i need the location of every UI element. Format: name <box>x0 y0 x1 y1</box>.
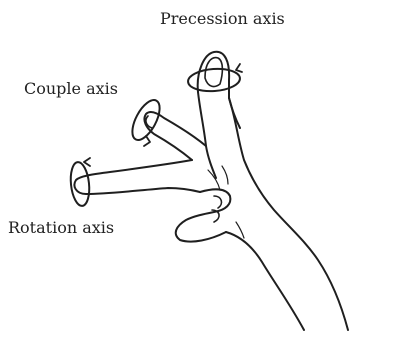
couple-axis-label: Couple axis <box>24 81 118 97</box>
palm-crease <box>208 166 244 238</box>
rotation-arrow <box>84 158 90 166</box>
thumbnail <box>205 58 222 87</box>
palm-lower-outline <box>226 232 304 330</box>
folded-fingers-outline <box>176 189 231 241</box>
precession-axis-label: Precession axis <box>160 11 285 27</box>
knuckle-1 <box>214 196 221 208</box>
rotation-axis-label: Rotation axis <box>8 220 114 236</box>
precession-arrow <box>236 64 242 72</box>
thumb-web-outline <box>198 92 216 178</box>
hand-back-outline <box>229 98 348 330</box>
middle-finger-outline <box>74 160 200 194</box>
index-finger-outline <box>144 112 206 160</box>
rotation-ring <box>69 161 92 207</box>
precession-ring <box>187 67 240 93</box>
